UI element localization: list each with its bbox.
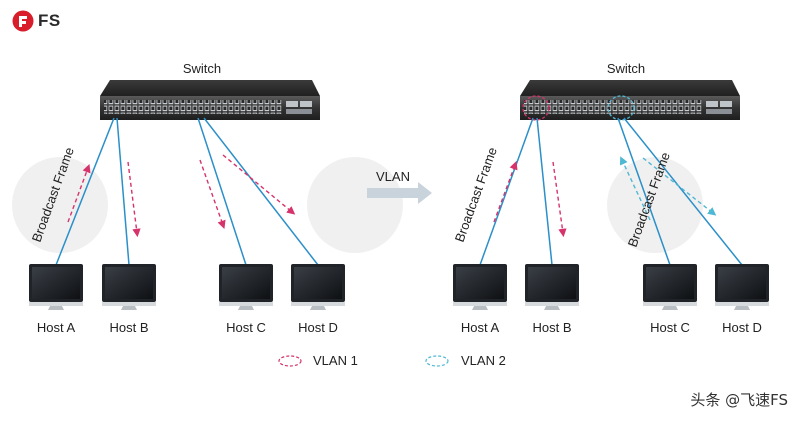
left-hosts	[29, 264, 345, 310]
right-host-a	[453, 264, 507, 310]
right-host-a-label: Host A	[461, 320, 500, 335]
vlan2-arrow-down	[642, 157, 717, 216]
right-switch	[520, 80, 740, 120]
host-d	[291, 264, 345, 310]
right-host-d-label: Host D	[722, 320, 762, 335]
vlan-transition: VLAN	[367, 169, 432, 204]
left-host-b-label: Host B	[109, 320, 148, 335]
right-host-b	[525, 264, 579, 310]
legend: VLAN 1 VLAN 2	[278, 353, 506, 368]
left-host-c-label: Host C	[226, 320, 266, 335]
host-c	[219, 264, 273, 310]
left-host-d-label: Host D	[298, 320, 338, 335]
vlan1-port-highlight	[522, 95, 550, 121]
vlan1-arrow-up	[493, 161, 518, 223]
vlan1-arrow-down	[552, 161, 567, 238]
link-host-d	[203, 117, 319, 266]
right-hosts	[453, 264, 769, 310]
left-switch-label: Switch	[183, 61, 221, 76]
right-broadcast-arrows	[493, 156, 717, 238]
right-switch-label: Switch	[607, 61, 645, 76]
legend-vlan2-icon	[425, 355, 449, 367]
right-link-host-c	[617, 117, 671, 266]
link-host-b	[116, 117, 130, 266]
left-switch	[100, 80, 320, 120]
host-a	[29, 264, 83, 310]
right-links	[479, 117, 743, 266]
left-broadcast-arrows	[67, 154, 296, 238]
right-host-c-label: Host C	[650, 320, 690, 335]
link-host-c	[197, 117, 247, 266]
legend-vlan1-label: VLAN 1	[313, 353, 358, 368]
source-watermark: 头条 @飞速FS	[690, 391, 788, 409]
vlan2-port-highlight	[607, 95, 635, 121]
right-host-b-label: Host B	[532, 320, 571, 335]
broadcast-arrow-c	[199, 159, 226, 229]
background-watermark	[12, 157, 703, 253]
legend-vlan1-icon	[278, 355, 302, 367]
right-link-host-d	[623, 117, 743, 266]
fs-logo-icon	[12, 10, 34, 32]
broadcast-arrow-d	[222, 154, 296, 215]
left-host-a-label: Host A	[37, 320, 76, 335]
right-host-c	[643, 264, 697, 310]
legend-vlan2-label: VLAN 2	[461, 353, 506, 368]
host-b	[102, 264, 156, 310]
left-network: Switch Broadcast Frame	[29, 61, 345, 335]
transition-arrow-icon	[367, 182, 432, 204]
link-host-a	[55, 117, 115, 266]
right-host-d	[715, 264, 769, 310]
broadcast-arrow-b	[127, 161, 141, 238]
logo-text: FS	[38, 11, 61, 30]
broadcast-arrow-up	[67, 164, 91, 223]
vlan-transition-label: VLAN	[376, 169, 410, 184]
fs-logo: FS	[12, 10, 61, 32]
left-links	[55, 117, 319, 266]
right-link-host-a	[479, 117, 534, 266]
right-link-host-b	[536, 117, 553, 266]
